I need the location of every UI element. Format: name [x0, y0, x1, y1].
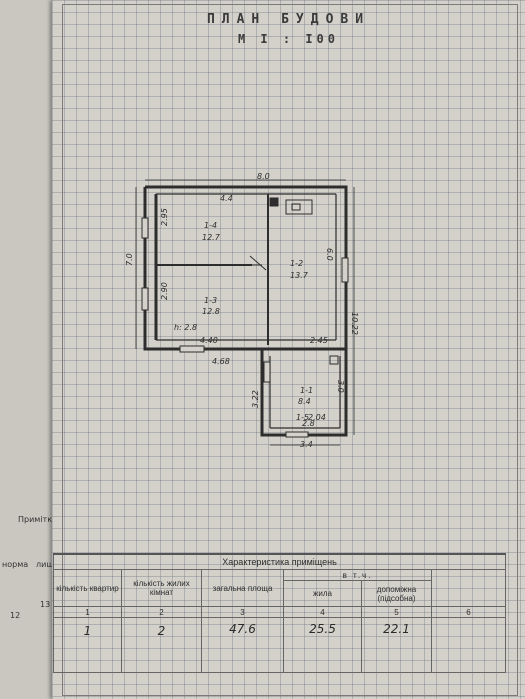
back-num-12: 12	[10, 611, 21, 620]
plan-scale: М І : І00	[237, 32, 340, 46]
col-number-4: 4	[283, 606, 362, 618]
dimension-lines	[135, 179, 355, 446]
value-auxiliary-area: 22.1	[361, 617, 432, 673]
dim-2-90: 2.90	[160, 282, 169, 300]
back-label-prymitka: Примітка	[18, 515, 57, 524]
header-auxiliary: допоміжна (підсобна)	[361, 580, 432, 607]
room-1-2-area: 13.7	[290, 271, 309, 280]
header-living-rooms: кількість жилих кімнат	[121, 569, 202, 607]
room-1-4-area: 12.7	[202, 233, 221, 242]
windows	[141, 217, 349, 438]
header-group-including: в т.ч.	[283, 568, 432, 582]
value-total-area: 47.6	[201, 617, 284, 673]
header-apartments: кількість квартир	[53, 569, 122, 607]
header-total-area: загальна площа	[201, 569, 284, 607]
dim-4-40: 4.40	[200, 336, 218, 345]
dim-2-8: 2.8	[302, 419, 315, 428]
back-label-lyshok: лишок	[36, 560, 64, 569]
dim-top-segment: 4.4	[220, 194, 233, 203]
value-apartments: 1	[53, 617, 122, 673]
room-1-1-number: 1-1	[300, 386, 313, 395]
plan-sheet: ПЛАН БУДОВИ М І : І00	[52, 0, 525, 699]
ceiling-height: h: 2.8	[174, 323, 197, 332]
header-living: жила	[283, 580, 362, 607]
col-number-3: 3	[201, 606, 284, 618]
table-caption: Характеристика приміщень	[52, 553, 507, 570]
room-1-5-area: 2.04	[308, 413, 326, 422]
back-label-norma: норма	[2, 560, 29, 569]
dim-2-45: 2.45	[310, 336, 328, 345]
back-num-13: 13	[40, 600, 51, 609]
value-col6	[430, 617, 507, 673]
dim-3-0: 3.0	[336, 380, 345, 393]
room-1-4-number: 1-4	[204, 221, 217, 230]
plan-annotations: 8.0 4.4 7.0 10.22 6.0 2.95 2.90 4.40 4.6…	[125, 172, 359, 449]
dim-3-4: 3.4	[300, 440, 313, 449]
dim-2-95: 2.95	[160, 208, 169, 226]
col-number-2: 2	[121, 606, 202, 618]
floor-plan: 8.0 4.4 7.0 10.22 6.0 2.95 2.90 4.40 4.6…	[125, 172, 359, 449]
room-1-1-area: 8.4	[298, 397, 311, 406]
value-living-rooms: 2	[121, 617, 202, 673]
stove	[269, 197, 339, 365]
col-number-6: 6	[430, 606, 507, 618]
dim-left-height: 7.0	[125, 253, 134, 266]
value-living-area: 25.5	[283, 617, 362, 673]
header-col6	[430, 569, 507, 607]
dim-right-height: 10.22	[350, 312, 359, 335]
dim-4-68: 4.68	[212, 357, 230, 366]
room-1-3-area: 12.8	[202, 307, 220, 316]
room-1-5-number: 1-5	[296, 413, 309, 422]
room-characteristics-table: Характеристика приміщень кількість кварт…	[52, 553, 507, 673]
room-1-2-number: 1-2	[290, 259, 303, 268]
stair-line	[249, 255, 267, 271]
room-1-3-number: 1-3	[204, 296, 217, 305]
col-number-5: 5	[361, 606, 432, 618]
dim-3-22: 3.22	[251, 390, 260, 408]
dim-inner-height-right: 6.0	[325, 248, 334, 261]
plan-title: ПЛАН БУДОВИ	[206, 12, 371, 27]
dim-overall-width: 8.0	[257, 172, 270, 181]
sheet-frame	[62, 4, 518, 696]
col-number-1: 1	[53, 606, 122, 618]
